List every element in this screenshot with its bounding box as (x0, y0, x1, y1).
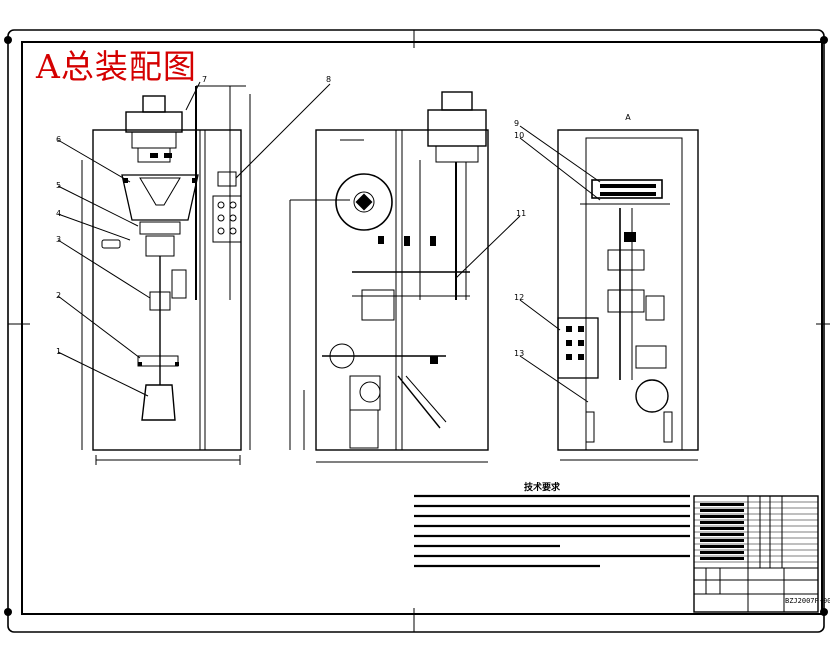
notes-lines (414, 494, 690, 568)
title-block-rows (694, 501, 818, 563)
front-control-panel (217, 171, 237, 187)
front-view-bolts (123, 153, 197, 366)
front-view (57, 81, 251, 465)
inner-border (21, 41, 823, 615)
film-roll (335, 173, 393, 231)
rear-motor (635, 379, 669, 413)
callouts-front: 6 5 4 3 2 1 7 (56, 75, 207, 356)
rear-view-parts (566, 184, 656, 360)
side-view-parts (355, 193, 438, 364)
title-block-text-fill (700, 503, 744, 560)
callout-10: 10 (514, 131, 524, 140)
callouts-side: 8 11 (326, 75, 526, 218)
callout-3: 3 (56, 235, 61, 244)
callout-12: 12 (514, 293, 524, 302)
callout-4: 4 (56, 209, 61, 218)
outer-border (7, 29, 825, 633)
centering-marks (8, 30, 830, 632)
rear-view (519, 125, 699, 461)
side-view (235, 83, 521, 463)
rear-control-panel (557, 317, 599, 379)
callout-2: 2 (56, 291, 61, 300)
view-label-a: A (625, 113, 631, 122)
notes-heading: 技术要求 (524, 481, 561, 493)
callout-6: 6 (56, 135, 61, 144)
drawing-code: BZJ2007F-00 (785, 597, 830, 605)
callout-7: 7 (202, 75, 207, 84)
callout-1: 1 (56, 347, 61, 356)
callout-8: 8 (326, 75, 331, 84)
callout-13: 13 (514, 349, 524, 358)
callouts-rear: 9 10 12 13 (514, 119, 524, 358)
callout-11: 11 (516, 209, 526, 218)
front-cabinet (92, 129, 242, 451)
drawing-title: A总装配图 (36, 47, 197, 86)
corner-dots (4, 36, 828, 616)
callout-9: 9 (514, 119, 519, 128)
callout-5: 5 (56, 181, 61, 190)
